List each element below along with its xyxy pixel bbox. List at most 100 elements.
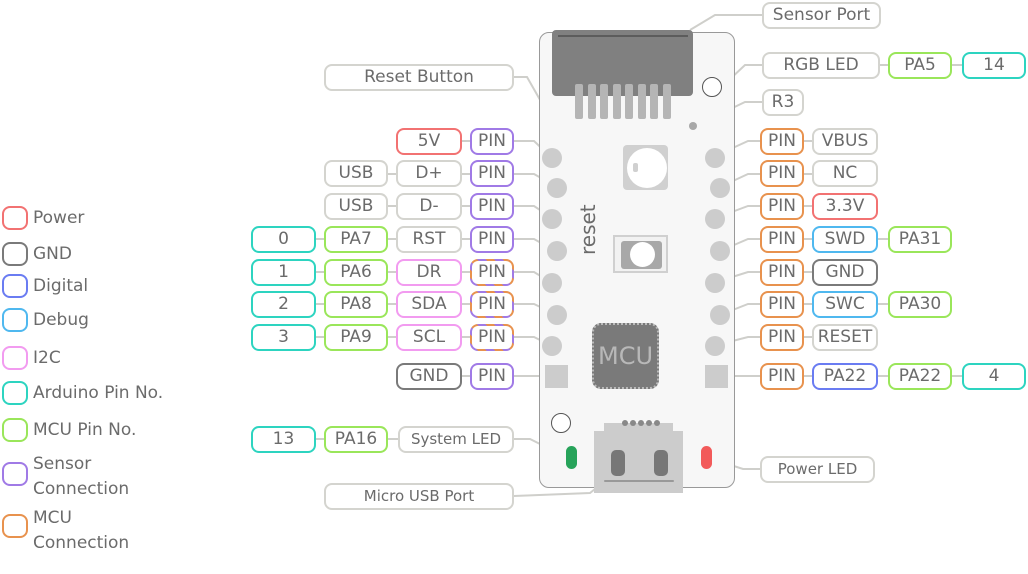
- legend-label: Debug: [33, 310, 89, 330]
- pin-mcu-pa9: PA9: [324, 324, 388, 351]
- legend-swatch-power: [2, 206, 28, 230]
- legend-label: Digital: [33, 276, 89, 296]
- legend-sensor-connection: Sensor Connection: [2, 452, 143, 502]
- mounting-hole: [551, 413, 571, 433]
- pin-function-pa22: PA22: [812, 363, 878, 390]
- pin-tag: PIN: [470, 324, 514, 351]
- pad-left-3: [542, 209, 562, 229]
- usb-notch: [673, 423, 683, 431]
- sensor-port-pin: [650, 84, 658, 119]
- mcu-chip: MCU: [592, 323, 659, 389]
- legend-swatch-gnd: [2, 242, 28, 266]
- sensor-port-connector: [552, 30, 693, 96]
- pin-function-scl: SCL: [396, 324, 462, 351]
- legend-mcu-pin: MCU Pin No.: [2, 418, 136, 443]
- sensor-port-pin: [575, 84, 583, 119]
- pin-function-nc: NC: [812, 160, 878, 187]
- label-system-led: System LED: [398, 426, 514, 453]
- usb-contact: [638, 420, 644, 426]
- pin-arduino-3: 3: [251, 324, 316, 351]
- pin-group-usb: USB: [324, 193, 388, 220]
- label-power-led: Power LED: [760, 456, 875, 483]
- usb-contact: [622, 420, 628, 426]
- legend-debug: Debug: [2, 308, 89, 333]
- pad-right-5: [705, 273, 725, 293]
- legend-label: MCU Connection: [33, 508, 130, 553]
- pin-tag: PIN: [760, 324, 804, 351]
- legend-label: GND: [33, 244, 72, 264]
- pad-left-8: [545, 365, 568, 388]
- usb-mount-tab: [611, 450, 625, 476]
- legend-swatch-debug: [2, 308, 28, 332]
- sensor-port-pin: [588, 84, 596, 119]
- pad-right-7: [705, 336, 725, 356]
- pin-tag: PIN: [470, 128, 514, 155]
- pin-arduino-0: 0: [251, 226, 316, 253]
- label-rgb-led: RGB LED: [762, 52, 880, 79]
- sensor-port-pin: [663, 84, 671, 119]
- pin-mcu-pa30: PA30: [888, 291, 952, 318]
- reset-button-cap[interactable]: [630, 242, 655, 267]
- pin-arduino-1: 1: [251, 259, 316, 286]
- legend-power: Power: [2, 206, 84, 231]
- legend-swatch-i2c: [2, 346, 28, 370]
- pad-left-5: [542, 273, 562, 293]
- pin-function-reset: RESET: [812, 324, 878, 351]
- legend-i2c: I2C: [2, 346, 61, 371]
- usb-notch: [594, 423, 604, 431]
- pin-tag: PIN: [470, 193, 514, 220]
- sensor-port-pin: [600, 84, 608, 119]
- pad-right-8: [705, 365, 728, 388]
- pin-function-vbus: VBUS: [812, 128, 878, 155]
- legend-label: I2C: [33, 348, 61, 368]
- label-micro-usb-port: Micro USB Port: [324, 483, 514, 510]
- pin-function-dplus: D+: [396, 160, 462, 187]
- pin-mcu-pa31: PA31: [888, 226, 952, 253]
- pad-right-6: [710, 305, 730, 325]
- mounting-hole: [702, 77, 722, 97]
- legend-swatch-digital: [2, 274, 28, 298]
- wire-sensor-port: [689, 14, 762, 31]
- r3-component: [689, 122, 697, 130]
- legend-gnd: GND: [2, 242, 72, 267]
- pin-function-swc: SWC: [812, 291, 878, 318]
- pad-left-4: [547, 241, 567, 261]
- pin-function-dminus: D-: [396, 193, 462, 220]
- usb-mount-tab: [654, 450, 668, 476]
- legend-arduino: Arduino Pin No.: [2, 381, 163, 406]
- legend-digital: Digital: [2, 274, 88, 299]
- pin-arduino-4: 4: [962, 363, 1026, 390]
- pin-arduino-2: 2: [251, 291, 316, 318]
- usb-contact: [654, 420, 660, 426]
- legend-label: Power: [33, 208, 85, 228]
- label-rgb-led-mcu-pin: PA5: [888, 52, 952, 79]
- pin-function-3v3: 3.3V: [812, 193, 878, 220]
- pin-function-sda: SDA: [396, 291, 462, 318]
- sensor-port-pin: [613, 84, 621, 119]
- micro-usb-connector: [594, 423, 683, 493]
- pin-group-usb: USB: [324, 160, 388, 187]
- pin-function-5v: 5V: [396, 128, 462, 155]
- label-reset-button: Reset Button: [324, 64, 514, 91]
- pin-tag: PIN: [760, 226, 804, 253]
- pin-function-gnd: GND: [812, 259, 878, 286]
- label-r3: R3: [762, 89, 804, 116]
- pad-left-7: [542, 336, 562, 356]
- legend-mcu-connection: MCU Connection: [2, 506, 143, 556]
- pin-tag: PIN: [760, 193, 804, 220]
- pin-tag: PIN: [470, 160, 514, 187]
- sensor-port-pin: [638, 84, 646, 119]
- legend-label: MCU Pin No.: [33, 420, 137, 440]
- system-led: [566, 446, 577, 469]
- label-sensor-port: Sensor Port: [762, 2, 881, 29]
- pin-mcu-pa7: PA7: [324, 226, 388, 253]
- usb-contact: [630, 420, 636, 426]
- pad-right-4: [710, 241, 730, 261]
- pin-mcu-pa22: PA22: [888, 363, 952, 390]
- pad-right-3: [705, 209, 725, 229]
- pin-function-rst: RST: [396, 226, 462, 253]
- sensor-port-pin: [625, 84, 633, 119]
- pin-tag: PIN: [760, 259, 804, 286]
- power-led: [701, 446, 712, 469]
